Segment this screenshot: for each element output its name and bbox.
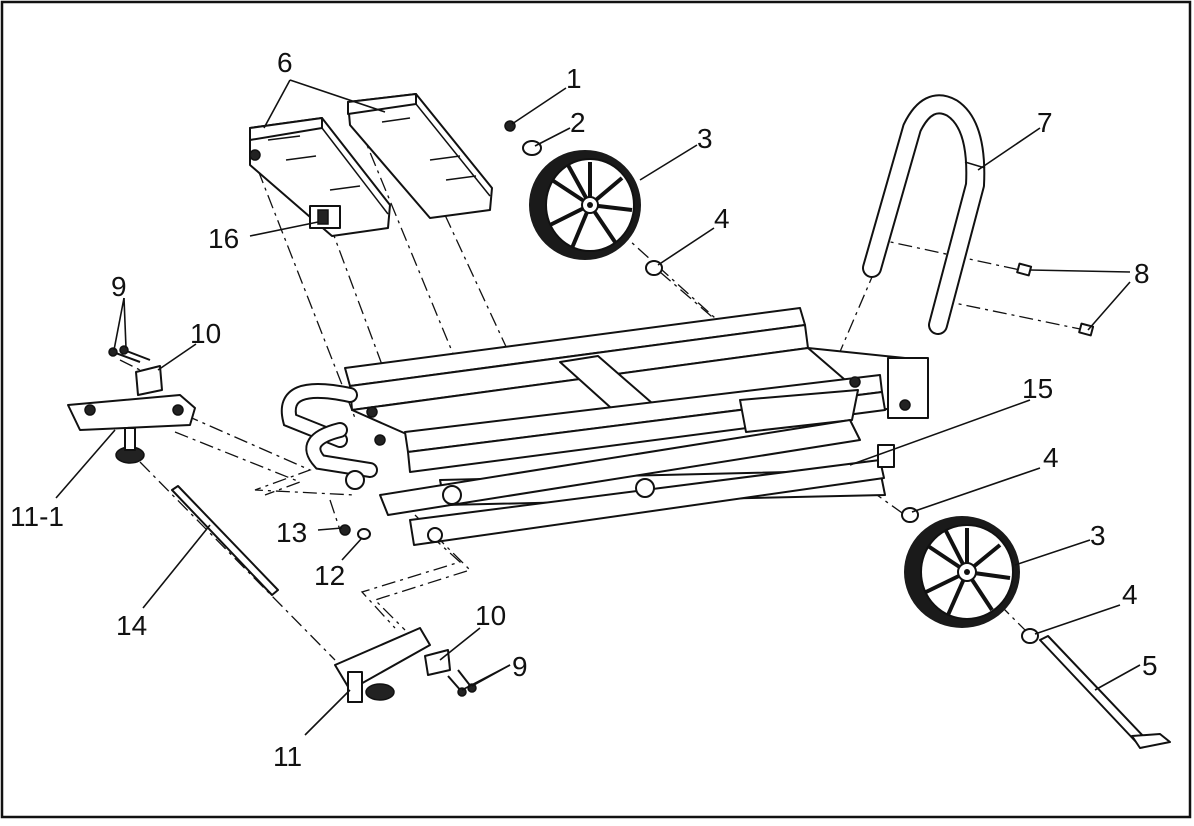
label-7: 7 [1037, 107, 1053, 138]
leader-lines [55, 79, 1141, 736]
part-8-bolts [1016, 262, 1095, 337]
label-9-upper: 9 [111, 271, 127, 302]
label-9-lower: 9 [512, 651, 528, 682]
label-10-upper: 10 [190, 318, 221, 349]
part-14-rod [171, 485, 279, 596]
part-5-axle [1039, 635, 1171, 749]
label-4-middle: 4 [1043, 442, 1059, 473]
part-3-upper-wheel [529, 150, 641, 260]
part-10-plate-upper [135, 365, 163, 396]
part-15-main-frame [280, 307, 929, 546]
label-15: 15 [1022, 373, 1053, 404]
label-1: 1 [566, 63, 582, 94]
part-16-clamp [309, 205, 341, 229]
part-6-side-trays [249, 93, 493, 237]
part-3-lower-wheel [904, 516, 1020, 628]
label-13: 13 [276, 517, 307, 548]
label-4-lower: 4 [1122, 579, 1138, 610]
label-6: 6 [277, 47, 293, 78]
label-12: 12 [314, 560, 345, 591]
part-13-nut-and-part-12-washer [339, 524, 371, 540]
callout-labels: 1 2 3 4 6 7 8 16 9 10 11-1 15 4 3 13 12 … [10, 47, 1158, 772]
label-3-upper: 3 [697, 123, 713, 154]
part-9-screws-upper [108, 345, 151, 363]
label-14: 14 [116, 610, 147, 641]
label-8: 8 [1134, 258, 1150, 289]
label-11-1: 11-1 [10, 501, 64, 532]
part-11-1-foot [67, 394, 196, 464]
label-3-lower: 3 [1090, 520, 1106, 551]
part-11-foot [334, 627, 431, 703]
part-4-washer-lower [1021, 628, 1039, 644]
label-10-lower: 10 [475, 600, 506, 631]
label-2: 2 [570, 107, 586, 138]
part-1-nut-and-part-2-washer [504, 120, 542, 156]
label-11: 11 [273, 741, 302, 772]
label-5: 5 [1142, 650, 1158, 681]
label-4-upper: 4 [714, 203, 730, 234]
label-16: 16 [208, 223, 239, 254]
